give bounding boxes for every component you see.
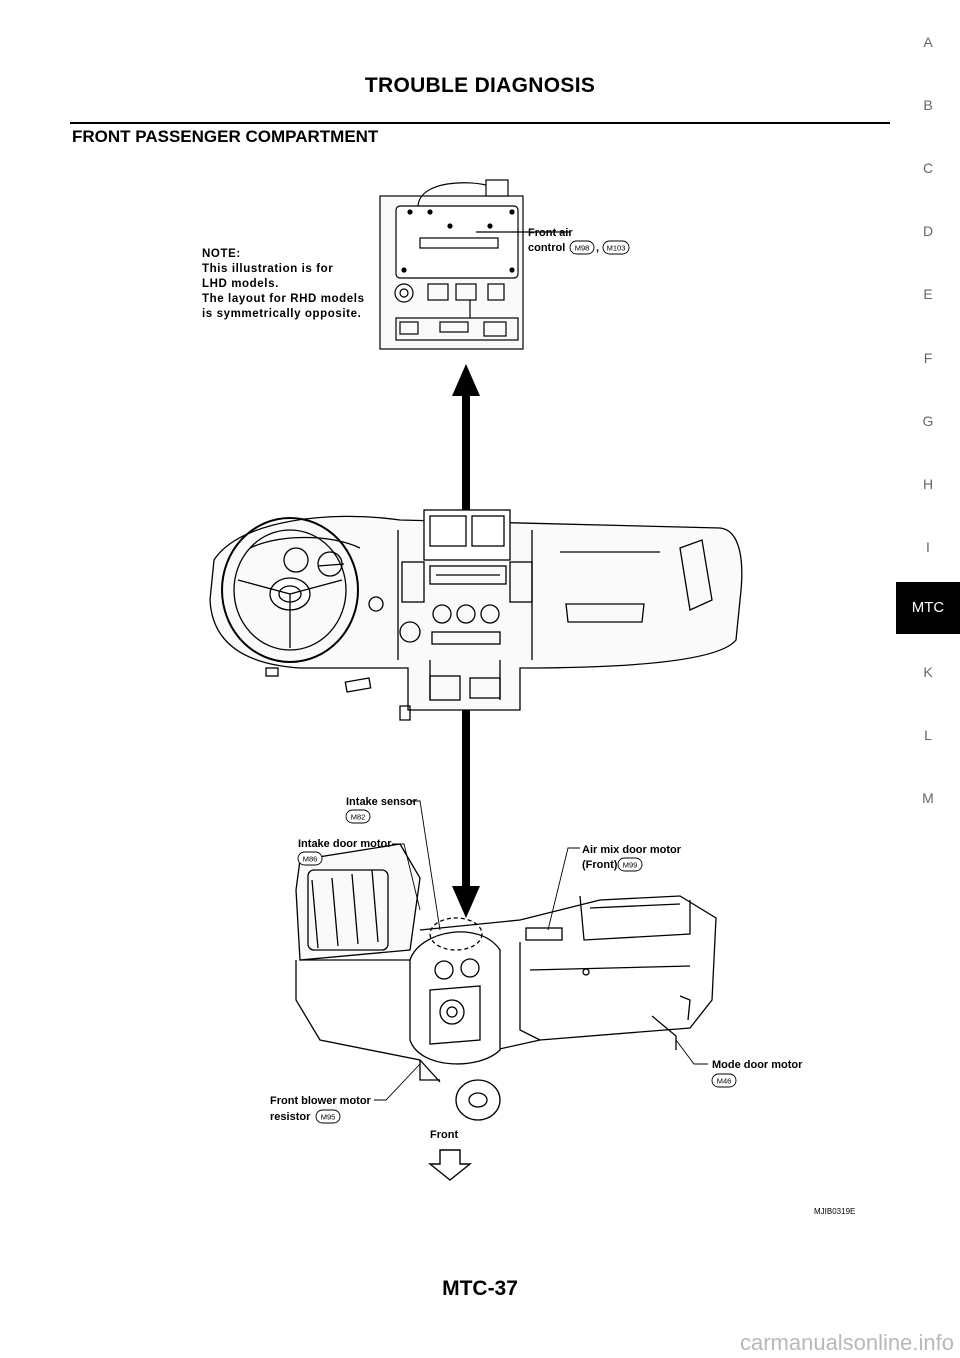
tab-e[interactable]: E: [923, 286, 933, 302]
front-air-control-label: Front air control M98 , M103: [528, 227, 630, 255]
connector-m82: M82: [351, 813, 366, 822]
air-mix-door-motor-callout: Air mix door motor (Front) M99: [582, 844, 682, 872]
blower-resistor-line1: Front blower motor: [270, 1095, 372, 1107]
tab-c[interactable]: C: [922, 160, 934, 176]
connector-m95: M95: [321, 1113, 336, 1122]
double-arrow: [452, 364, 480, 918]
tab-l[interactable]: L: [924, 727, 932, 743]
connector-m86: M86: [303, 855, 318, 864]
air-mix-door-motor-line1: Air mix door motor: [582, 844, 682, 856]
front-label: Front: [430, 1129, 458, 1141]
watermark: carmanualsonline.info: [739, 1330, 954, 1355]
intake-sensor-callout: Intake sensor M82: [345, 796, 418, 824]
note-line-4: The layout for RHD models: [202, 293, 365, 305]
blower-resistor-line2: resistor: [270, 1111, 311, 1123]
leader-lines: [374, 800, 708, 1101]
tab-h[interactable]: H: [922, 476, 934, 492]
air-mix-door-motor-line2: (Front): [582, 859, 618, 871]
hvac-unit-drawing: [295, 843, 717, 1121]
intake-door-motor-label: Intake door motor: [298, 838, 392, 850]
note-line-2: This illustration is for: [202, 263, 333, 275]
tab-k[interactable]: K: [923, 664, 933, 680]
tab-d[interactable]: D: [922, 223, 934, 239]
figure-code: MJIB0319E: [814, 1207, 855, 1216]
mode-door-motor-label: Mode door motor: [712, 1059, 803, 1071]
connector-m103: M103: [607, 244, 626, 253]
intake-door-motor-callout: Intake door motor M86: [297, 838, 392, 866]
instrument-panel-drawing: [209, 509, 743, 721]
tab-mtc[interactable]: MTC: [896, 582, 960, 634]
note-line-5: is symmetrically opposite.: [202, 308, 361, 320]
section-title: FRONT PASSENGER COMPARTMENT: [72, 127, 379, 146]
connector-m99: M99: [623, 861, 638, 870]
tab-i[interactable]: I: [926, 539, 930, 555]
front-arrow-icon: [428, 1149, 472, 1181]
tab-f[interactable]: F: [923, 350, 933, 366]
page-number: MTC-37: [442, 1277, 518, 1300]
front-air-control-line2: control: [528, 242, 565, 254]
tab-g[interactable]: G: [922, 413, 934, 429]
note-line-1: NOTE:: [202, 248, 241, 260]
connector-separator: ,: [596, 242, 599, 254]
front-direction-indicator: Front: [428, 1129, 472, 1181]
connector-m98: M98: [575, 244, 590, 253]
section-index-tabs: A B C D E F G H I MTC K L M: [896, 0, 960, 1358]
tab-m[interactable]: M: [922, 790, 934, 806]
page-header-title: TROUBLE DIAGNOSIS: [364, 74, 596, 97]
mode-door-motor-callout: Mode door motor M46: [711, 1059, 803, 1088]
tab-a[interactable]: A: [923, 34, 933, 50]
blower-resistor-callout: Front blower motor resistor M95: [270, 1095, 372, 1124]
intake-sensor-label: Intake sensor: [346, 796, 418, 808]
note-block: NOTE: This illustration is for LHD model…: [202, 248, 365, 320]
front-air-control-line1: Front air: [528, 227, 573, 239]
note-line-3: LHD models.: [202, 278, 279, 290]
front-air-control-unit: [379, 179, 570, 350]
connector-m46: M46: [717, 1077, 732, 1086]
tab-b[interactable]: B: [923, 97, 933, 113]
header-rule: [70, 122, 890, 124]
